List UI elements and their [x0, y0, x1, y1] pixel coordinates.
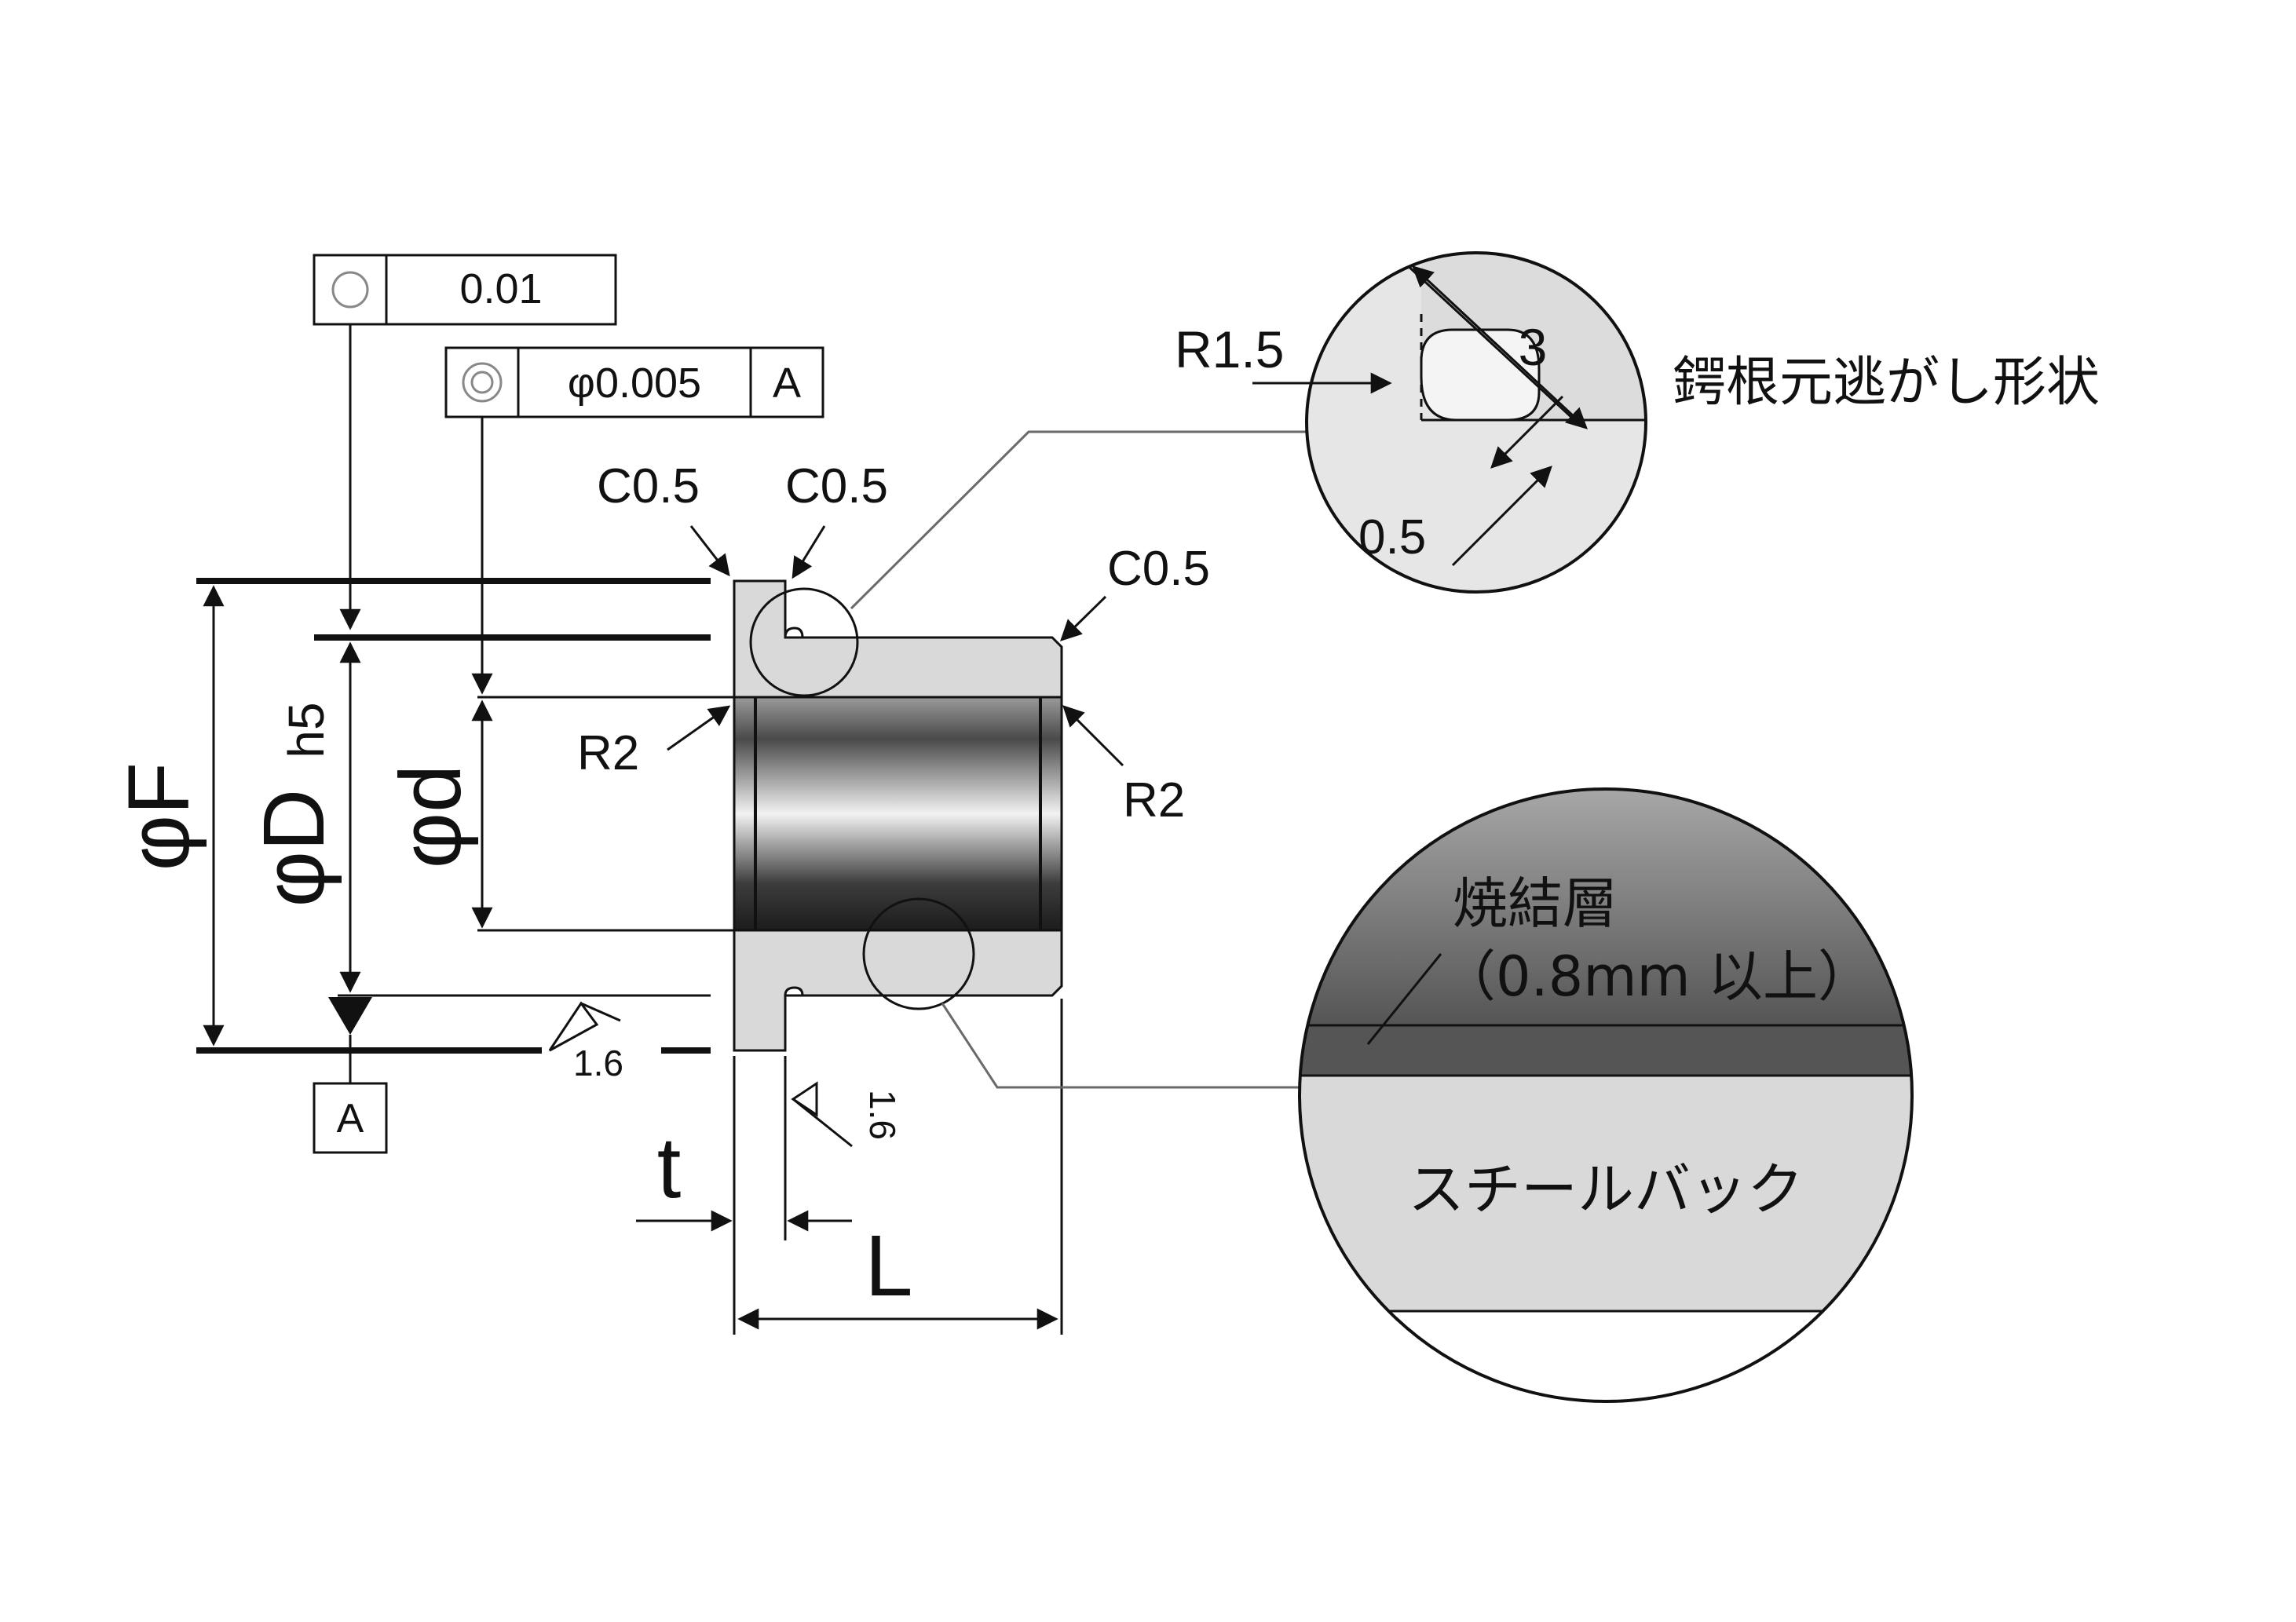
relief-caption: 鍔根元逃がし形状 [1673, 352, 2100, 414]
bushing-section [733, 579, 1063, 1052]
dim-label-phiF: φF [111, 762, 207, 871]
chamfer-leader-top-left [689, 525, 730, 577]
surface-finish-tail [580, 1002, 621, 1022]
leader-to-relief-detail [850, 430, 1307, 610]
concentricity-datum: A [773, 360, 801, 407]
surface-finish-face-value: 1.6 [862, 1090, 903, 1140]
frame-symbol-cell [444, 346, 520, 418]
chamfer-label-top-left: C0.5 [597, 459, 700, 513]
flange-bottom-section [733, 929, 1063, 1052]
radius-label-right: R2 [1123, 773, 1185, 827]
callout-circle-layers [862, 897, 975, 1010]
chamfer-label-right: C0.5 [1107, 542, 1210, 596]
relief-notch-top [784, 627, 804, 639]
below-steel-area [1300, 1310, 1912, 1401]
frame-datum-cell [749, 346, 824, 418]
radius-leader-right [1062, 705, 1124, 767]
frame-value-cell [385, 254, 617, 326]
sinter-leader [1366, 953, 1442, 1045]
dim-label-phiD-main: φD [246, 789, 342, 908]
datum-triangle-icon [328, 997, 372, 1035]
chamfer-leader-right [1060, 595, 1107, 641]
frame-value-cell [517, 346, 752, 418]
dim-label-phiD-sub: h5 [278, 702, 335, 758]
callout-circle-relief [749, 587, 859, 697]
frame-symbol-cell [313, 254, 388, 326]
dim-label-t: t [657, 1120, 682, 1216]
steel-back-label: スチールバック [1408, 1156, 1804, 1222]
sinter-thickness: （0.8mm 以上） [1441, 944, 1873, 1009]
relief-depth-dim [1412, 265, 1588, 429]
layers-detail-outline [1298, 787, 1914, 1403]
concentricity-value: φ0.005 [568, 360, 701, 407]
chamfer-label-top-mid: C0.5 [785, 459, 888, 513]
dim-label-L: L [865, 1218, 912, 1314]
relief-offset-value: 0.5 [1358, 510, 1426, 564]
surface-finish-face: 1.6 [791, 1081, 903, 1148]
relief-offset-dim [1451, 466, 1552, 567]
dim-label-phiD: φD h5 [246, 702, 342, 907]
bore-surface [733, 696, 1063, 932]
sinter-base-band [1300, 1024, 1912, 1077]
datum-box [313, 1082, 388, 1154]
surface-finish-bottom-value: 1.6 [573, 1043, 623, 1083]
relief-detail-view: 3 R1.5 0.5 鍔根元逃がし形状 [1175, 251, 2100, 594]
concentricity-frame: φ0.005 A [444, 346, 824, 418]
datum-label: A [337, 1096, 364, 1142]
dim-label-phid: φd [382, 765, 479, 869]
relief-detail-outline [1305, 251, 1647, 594]
chamfer-leader-top-mid [792, 525, 826, 579]
surface-finish-tail [792, 1098, 853, 1148]
circularity-icon [331, 271, 369, 309]
roundness-frame: 0.01 [313, 254, 617, 326]
relief-notch-bottom [784, 986, 804, 997]
roundness-value: 0.01 [459, 265, 542, 312]
steel-back-layer [1300, 1074, 1912, 1313]
leader-to-layer-detail [941, 1003, 1302, 1089]
surface-finish-icon [791, 1081, 818, 1117]
surface-finish-icon [548, 1001, 599, 1052]
concentricity-icon [462, 362, 503, 403]
surface-finish-bottom: 1.6 [548, 1001, 623, 1083]
sinter-label: 焼結層 [1453, 871, 1618, 936]
layers-detail-view: 焼結層 （0.8mm 以上） スチールバック [1298, 787, 1914, 1403]
radius-label-left: R2 [577, 726, 639, 780]
radius-leader-left [667, 705, 731, 751]
flange-top-section [733, 579, 1063, 699]
relief-depth-value: 3 [1519, 318, 1548, 376]
relief-radius-label: R1.5 [1175, 320, 1284, 378]
